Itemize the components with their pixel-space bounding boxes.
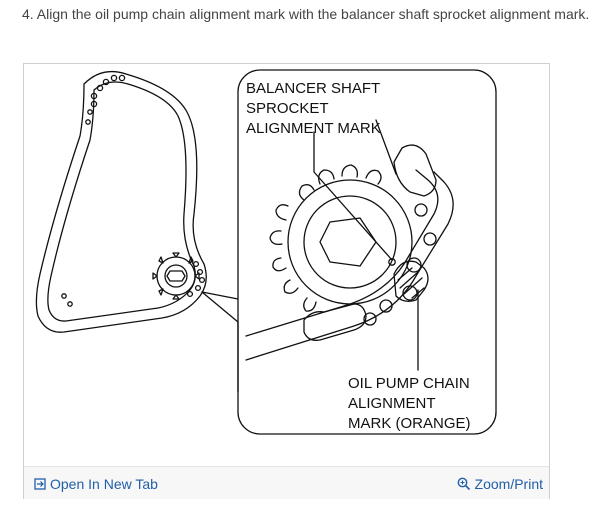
balancer-shaft-sprocket (269, 164, 413, 312)
balancer-sprocket-alignment-mark (388, 258, 396, 266)
chain-links-bottom (61, 260, 206, 307)
balancer-shaft-diagram[interactable]: BALANCER SHAFT SPROCKET ALIGNMENT MARK O… (24, 64, 549, 466)
zoom-icon (457, 477, 470, 491)
zoom-print-link[interactable]: Zoom/Print (457, 476, 543, 492)
open-in-new-tab-icon (34, 478, 46, 490)
detail-view (245, 119, 454, 371)
callout-label-bottom: OIL PUMP CHAIN ALIGNMENT MARK (ORANGE) (348, 375, 471, 432)
callout-label-top: BALANCER SHAFT SPROCKET ALIGNMENT MARK (246, 80, 381, 137)
chain-overview (35, 70, 239, 393)
callout-box (237, 69, 497, 435)
open-in-new-tab-label: Open In New Tab (50, 476, 158, 492)
zoom-print-label: Zoom/Print (474, 476, 543, 492)
open-in-new-tab-link[interactable]: Open In New Tab (34, 476, 158, 492)
svg-text:BALANCER SHAFT: BALANCER SHAFT (246, 80, 380, 97)
svg-text:ALIGNMENT: ALIGNMENT (348, 395, 436, 412)
small-sprocket (152, 252, 200, 300)
figure-card: BALANCER SHAFT SPROCKET ALIGNMENT MARK O… (23, 63, 550, 499)
svg-text:ALIGNMENT MARK: ALIGNMENT MARK (246, 120, 381, 137)
oil-pump-chain-alignment-link (393, 260, 429, 302)
step-instruction: 4. Align the oil pump chain alignment ma… (22, 6, 590, 22)
figure-footer: Open In New Tab Zoom/Print (24, 466, 549, 499)
svg-text:OIL PUMP CHAIN: OIL PUMP CHAIN (348, 375, 470, 392)
svg-text:MARK (ORANGE): MARK (ORANGE) (348, 415, 471, 432)
svg-text:SPROCKET: SPROCKET (246, 100, 329, 117)
chain-links-top (85, 74, 126, 125)
